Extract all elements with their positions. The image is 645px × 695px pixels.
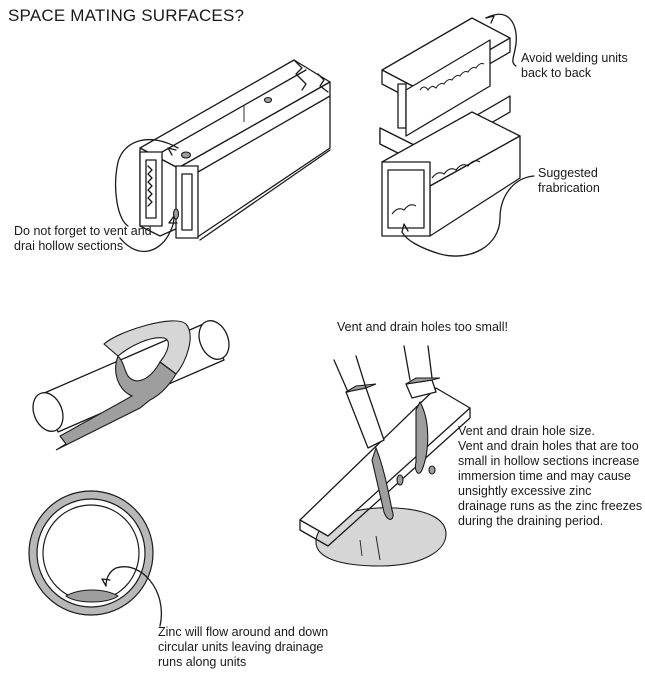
hole-size-caption: Vent and drain hole size. Vent and drain… <box>458 424 642 529</box>
caption-line: unsightly excessive zinc <box>458 484 592 498</box>
caption-line: runs along units <box>158 655 247 669</box>
caption-line: Do not forget to vent and <box>14 224 152 238</box>
ring-drawing <box>28 490 162 627</box>
caption-line: during the draining period. <box>458 514 604 528</box>
bath-drawing <box>299 345 471 567</box>
caption-line: Avoid welding units <box>521 51 628 65</box>
page-title: SPACE MATING SURFACES? <box>8 6 245 25</box>
caption-line: drai hollow sections <box>14 239 124 253</box>
caption-line: immersion time and may cause <box>458 469 631 483</box>
avoid-welding-caption: Avoid welding units back to back <box>521 51 628 81</box>
caption-line: circular units leaving drainage <box>158 640 324 654</box>
caption-line: Zinc will flow around and down <box>158 625 329 639</box>
caption-line: Suggested <box>538 166 598 180</box>
too-small-caption: Vent and drain holes too small! <box>337 320 508 334</box>
welded-units-drawing <box>379 13 535 257</box>
zinc-flow-caption: Zinc will flow around and down circular … <box>158 625 328 670</box>
caption-line: Vent and drain holes that are too <box>458 439 639 453</box>
vent-hollow-caption: Do not forget to vent and drai hollow se… <box>14 224 152 254</box>
caption-line: small in hollow sections increase <box>458 454 640 468</box>
hollow-sections-drawing <box>115 59 331 252</box>
caption-line: drainage runs as the zinc freezes <box>458 499 643 513</box>
suggested-fabrication-caption: Suggested frabrication <box>538 166 600 196</box>
caption-line: Vent and drain hole size. <box>458 424 595 438</box>
round-bar-drawing <box>32 320 230 451</box>
caption-line: frabrication <box>538 181 600 195</box>
caption-line: back to back <box>521 66 592 80</box>
